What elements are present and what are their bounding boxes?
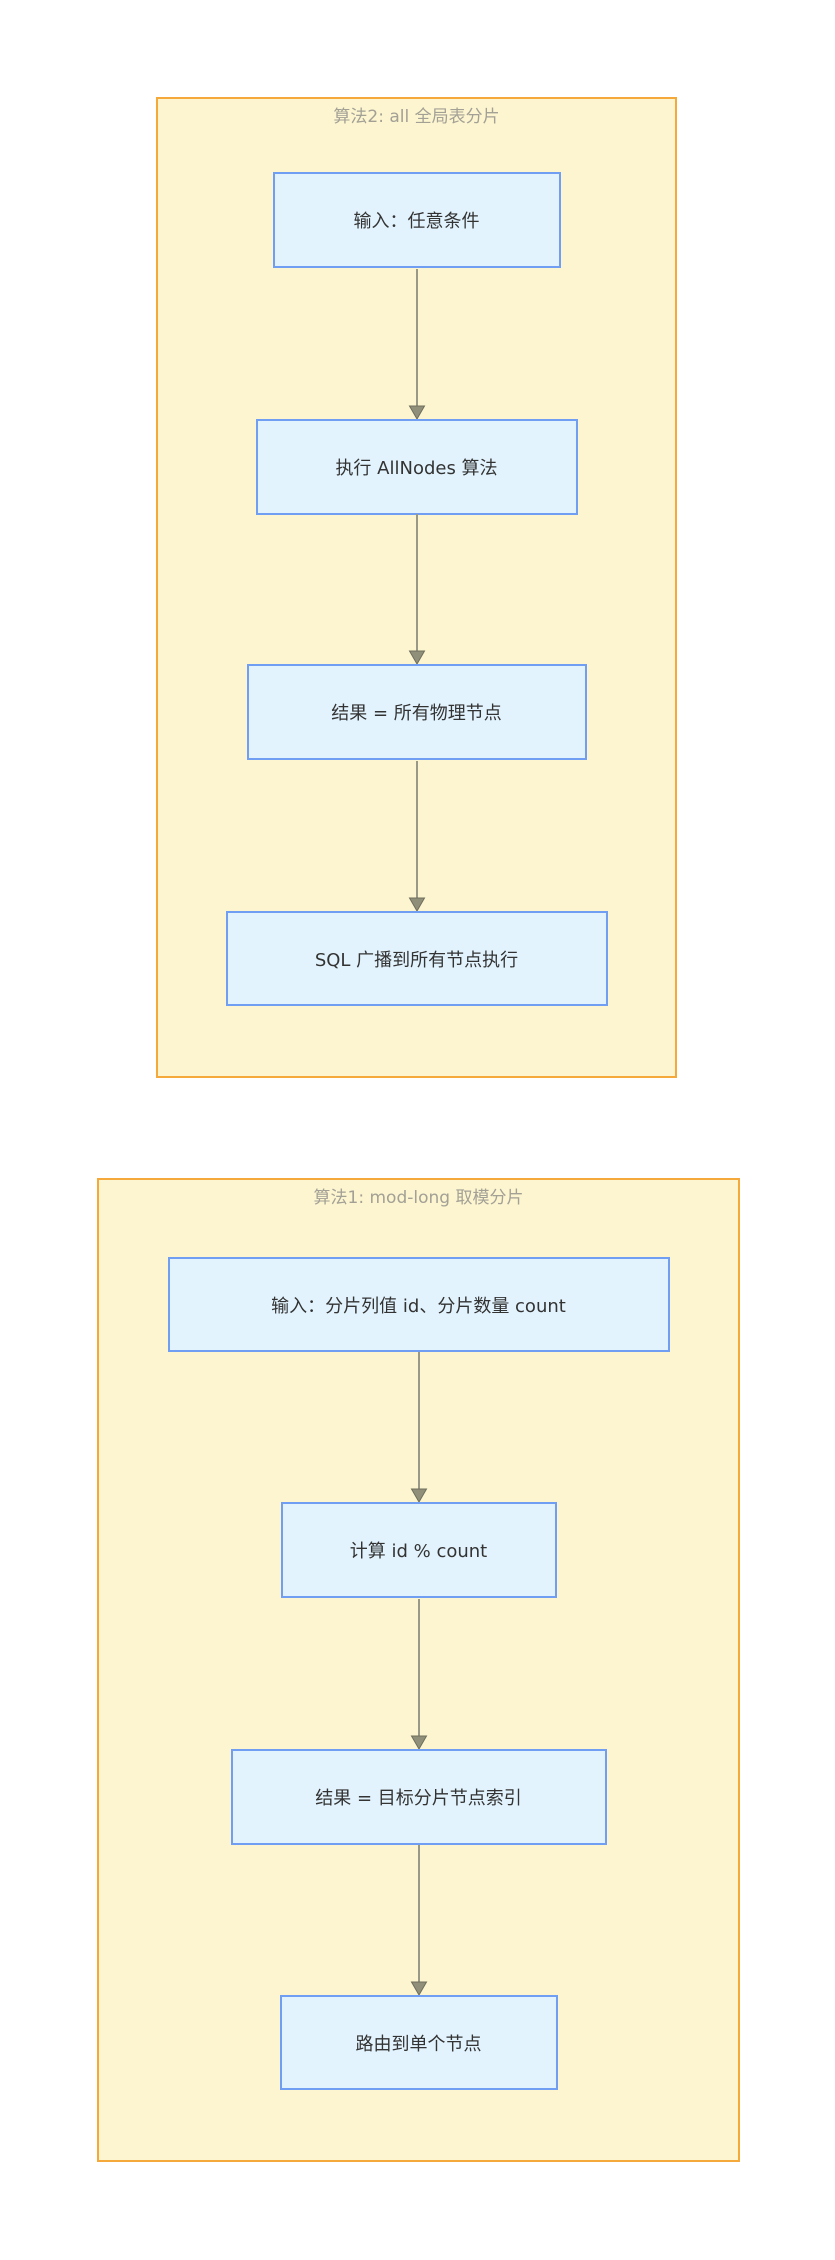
- flow-node-label: SQL 广播到所有节点执行: [314, 949, 519, 971]
- flow-node-result-target-shard-index: 结果 = 目标分片节点索引: [230, 1749, 607, 1845]
- arrow-down-icon: [408, 514, 425, 664]
- subgraph-mod-long-sharding: 算法1: mod-long 取模分片 输入：分片列值 id、分片数量 count…: [97, 1178, 740, 2162]
- flow-node-label: 计算 id % count: [349, 1541, 488, 1562]
- flow-node-route-to-single-node: 路由到单个节点: [279, 1995, 558, 2090]
- flow-node-result-all-physical-nodes: 结果 = 所有物理节点: [246, 664, 587, 760]
- arrow-down-icon: [410, 1352, 427, 1502]
- flow-node-label: 结果 = 目标分片节点索引: [315, 1788, 522, 1809]
- arrow-down-icon: [408, 761, 425, 911]
- flow-node-label: 输入：任意条件: [353, 211, 480, 232]
- flow-node-execute-allnodes: 执行 AllNodes 算法: [255, 419, 578, 515]
- subgraph-title: 算法1: mod-long 取模分片: [313, 1188, 524, 1208]
- flow-node-input-any-condition: 输入：任意条件: [272, 172, 561, 268]
- flow-node-input-shard-column-and-count: 输入：分片列值 id、分片数量 count: [167, 1257, 670, 1352]
- arrow-down-icon: [408, 269, 425, 419]
- subgraph-title: 算法2: all 全局表分片: [333, 107, 500, 127]
- flow-node-label: 执行 AllNodes 算法: [335, 458, 498, 479]
- flow-node-compute-id-mod-count: 计算 id % count: [280, 1502, 557, 1598]
- flow-node-sql-broadcast-all-nodes: SQL 广播到所有节点执行: [225, 911, 608, 1006]
- flow-node-label: 输入：分片列值 id、分片数量 count: [271, 1295, 566, 1317]
- subgraph-all-global-table-sharding: 算法2: all 全局表分片 输入：任意条件 执行 AllNodes 算法 结果…: [156, 97, 677, 1078]
- arrow-down-icon: [410, 1599, 427, 1749]
- flow-node-label: 路由到单个节点: [355, 2033, 482, 2055]
- arrow-down-icon: [410, 1845, 427, 1995]
- flow-node-label: 结果 = 所有物理节点: [331, 703, 502, 724]
